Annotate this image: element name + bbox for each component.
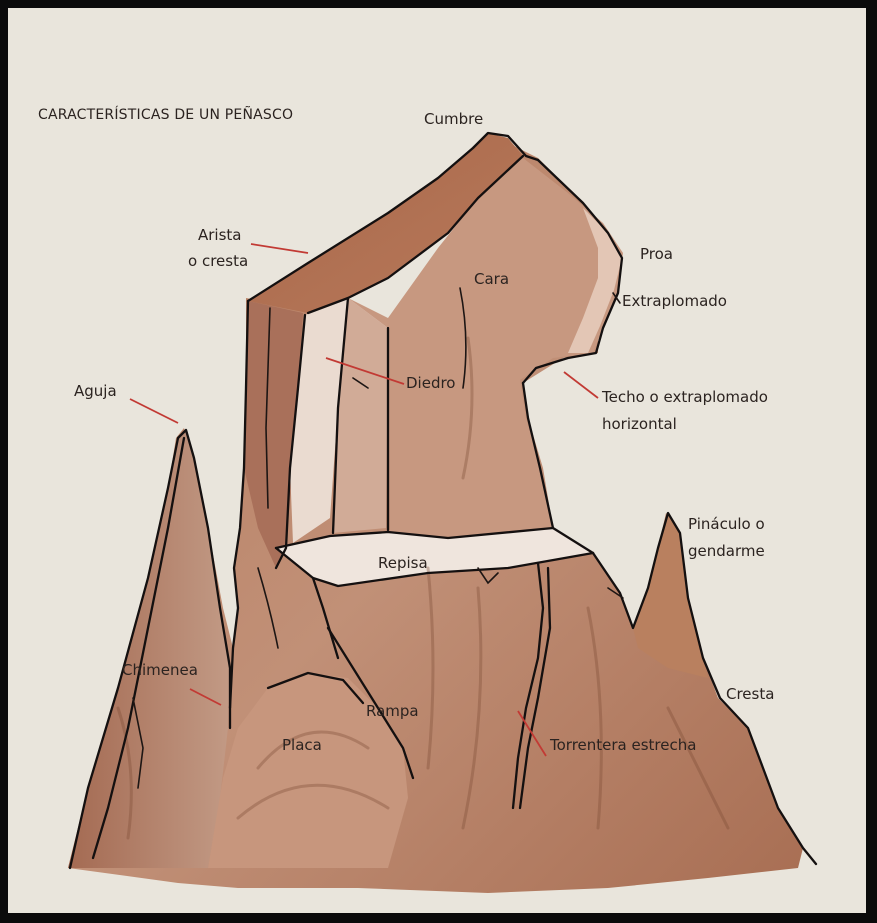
- label-techo-line2: horizontal: [602, 415, 677, 433]
- label-repisa: Repisa: [378, 554, 428, 572]
- label-techo-line1: Techo o extraplomado: [601, 388, 768, 406]
- label-proa: Proa: [640, 245, 673, 263]
- label-torrentera: Torrentera estrecha: [549, 736, 696, 754]
- label-aguja: Aguja: [74, 382, 117, 400]
- label-arista-line2: o cresta: [188, 252, 248, 270]
- label-pinaculo-line1: Pináculo o: [688, 515, 765, 533]
- label-arista-line1: Arista: [198, 226, 241, 244]
- label-diedro: Diedro: [406, 374, 455, 392]
- label-rampa: Rampa: [366, 702, 419, 720]
- label-cumbre: Cumbre: [424, 110, 483, 128]
- diagram-title: CARACTERÍSTICAS DE UN PEÑASCO: [38, 106, 293, 123]
- leader-arista: [251, 244, 308, 253]
- label-chimenea: Chimenea: [122, 661, 198, 679]
- diagram-frame: CARACTERÍSTICAS DE UN PEÑASCO Cumbre Ari…: [8, 8, 866, 913]
- leader-techo: [564, 372, 598, 398]
- rock-diagram: CARACTERÍSTICAS DE UN PEÑASCO Cumbre Ari…: [8, 8, 866, 913]
- label-pinaculo-line2: gendarme: [688, 542, 765, 560]
- label-extraplomado: Extraplomado: [622, 292, 727, 310]
- needle-body: [68, 430, 230, 868]
- leader-aguja: [130, 399, 178, 423]
- label-placa: Placa: [282, 736, 322, 754]
- label-cara: Cara: [474, 270, 509, 288]
- label-cresta: Cresta: [726, 685, 774, 703]
- rock-massif: [68, 133, 803, 893]
